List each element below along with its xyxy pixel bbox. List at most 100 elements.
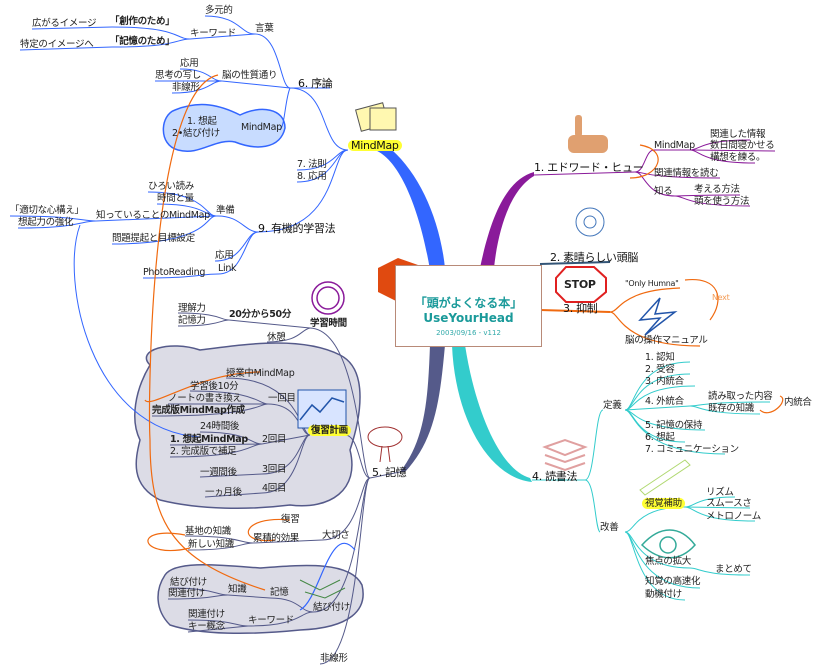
- node[interactable]: 応用: [215, 250, 234, 261]
- list-item[interactable]: 5. 記憶の保持: [645, 420, 703, 431]
- node[interactable]: 理解力: [178, 303, 206, 314]
- topic-intro[interactable]: 6. 序論: [298, 77, 333, 90]
- node[interactable]: 応用: [180, 58, 199, 69]
- node[interactable]: 問題提起と目標設定: [112, 233, 195, 244]
- node[interactable]: 大切さ: [322, 530, 350, 541]
- node[interactable]: 構想を練る。: [710, 152, 766, 163]
- topic-mindmap[interactable]: MindMap: [348, 140, 402, 151]
- node[interactable]: MindMap: [241, 122, 282, 133]
- topic-inhibit[interactable]: 3. 抑制: [563, 302, 598, 315]
- node[interactable]: 既存の知識: [708, 403, 755, 414]
- node[interactable]: 知っていることのMindMap: [96, 210, 210, 221]
- node[interactable]: 知識: [228, 584, 247, 595]
- node[interactable]: 定義: [603, 400, 622, 411]
- node[interactable]: 「創作のため」: [110, 16, 175, 27]
- node[interactable]: ノートの書き換え: [168, 393, 242, 404]
- central-subtitle: UseYourHead: [423, 311, 514, 325]
- node[interactable]: キー概念: [188, 621, 225, 632]
- node[interactable]: 2回目: [262, 434, 287, 445]
- node[interactable]: 「適切な心構え」: [10, 205, 84, 216]
- topic-application[interactable]: 8. 応用: [297, 171, 327, 182]
- node[interactable]: まとめて: [715, 564, 752, 575]
- node[interactable]: 1. 想起MindMap: [170, 434, 248, 445]
- node[interactable]: 累積的効果: [253, 533, 300, 544]
- node[interactable]: 動機付け: [645, 589, 682, 600]
- node[interactable]: 関連した情報: [710, 129, 766, 140]
- node[interactable]: 結び付け: [170, 577, 207, 588]
- node[interactable]: 24時間後: [200, 421, 240, 432]
- node[interactable]: 2. 完成版で補足: [170, 446, 237, 457]
- node[interactable]: 完成版MindMap作成: [152, 405, 245, 416]
- node[interactable]: 知覚の高速化: [645, 576, 701, 587]
- node[interactable]: 想起力の強化: [18, 217, 74, 228]
- node[interactable]: 新しい知識: [188, 539, 235, 550]
- node[interactable]: 改善: [600, 522, 619, 533]
- node[interactable]: 読み取った内容: [708, 391, 773, 402]
- node[interactable]: 1. 想起: [187, 116, 217, 127]
- node[interactable]: 記憶: [270, 587, 289, 598]
- node[interactable]: 頭を使う方法: [694, 196, 750, 207]
- node[interactable]: MindMap: [654, 140, 695, 151]
- node[interactable]: 学習時間: [310, 318, 347, 329]
- node[interactable]: スムースさ: [706, 498, 752, 509]
- node[interactable]: ひろい読み: [148, 181, 195, 192]
- topic-reading[interactable]: 4. 読書法: [532, 470, 578, 483]
- node[interactable]: 20分から50分: [229, 309, 292, 320]
- list-item[interactable]: 4. 外統合: [645, 396, 684, 407]
- node[interactable]: 多元的: [205, 5, 233, 16]
- node[interactable]: 関連付け: [188, 609, 225, 620]
- list-item[interactable]: 7. コミュニケーション: [645, 444, 739, 455]
- node[interactable]: 考える方法: [694, 184, 740, 195]
- node[interactable]: PhotoReading: [143, 267, 206, 278]
- node[interactable]: 思考の写し: [155, 70, 202, 81]
- node[interactable]: 3回目: [262, 464, 287, 475]
- node[interactable]: 基地の知識: [185, 526, 232, 537]
- list-item[interactable]: 2. 受容: [645, 364, 675, 375]
- topic-law[interactable]: 7. 法則: [297, 159, 327, 170]
- node[interactable]: 数日間寝かせる: [710, 140, 775, 151]
- list-item[interactable]: 1. 認知: [645, 352, 675, 363]
- topic-organic[interactable]: 9. 有機的学習法: [258, 222, 336, 235]
- node[interactable]: 2•結び付け: [172, 128, 220, 139]
- node[interactable]: 復習計画: [308, 425, 351, 436]
- node[interactable]: 時間と量: [157, 193, 194, 204]
- node[interactable]: 言葉: [255, 23, 274, 34]
- topic-brain[interactable]: 2. 素晴らしい頭脳: [550, 251, 638, 264]
- node[interactable]: 非線形: [320, 653, 348, 664]
- node[interactable]: 結び付け: [313, 602, 350, 613]
- node[interactable]: 脳の性質通り: [222, 70, 278, 81]
- topic-edward[interactable]: 1. エドワード・ヒュー: [534, 161, 644, 174]
- node[interactable]: 学習後10分: [190, 381, 239, 392]
- node[interactable]: "Only Humna": [625, 279, 679, 288]
- node[interactable]: 視覚補助: [642, 498, 685, 509]
- node[interactable]: 非線形: [172, 82, 200, 93]
- list-item[interactable]: 6. 想起: [645, 432, 675, 443]
- node[interactable]: 脳の操作マニュアル: [625, 335, 708, 346]
- node[interactable]: 関連情報を読む: [654, 168, 719, 179]
- node[interactable]: 一回目: [268, 393, 296, 404]
- central-date: 2003/09/16 - v112: [436, 329, 501, 337]
- node[interactable]: 一ヵ月後: [205, 487, 242, 498]
- node[interactable]: 記憶力: [178, 315, 206, 326]
- node[interactable]: 広がるイメージ: [32, 18, 97, 29]
- node[interactable]: 休憩: [267, 332, 286, 343]
- node[interactable]: リズム: [706, 487, 734, 498]
- node[interactable]: 4回目: [262, 483, 287, 494]
- central-topic[interactable]: 「頭がよくなる本」 UseYourHead 2003/09/16 - v112: [395, 265, 542, 347]
- node[interactable]: 授業中MindMap: [226, 368, 295, 379]
- topic-memory[interactable]: 5. 記憶: [372, 466, 407, 479]
- node[interactable]: メトロノーム: [706, 511, 761, 522]
- node[interactable]: 知る: [654, 186, 673, 197]
- node[interactable]: 特定のイメージへ: [20, 39, 94, 50]
- node[interactable]: 関連付け: [168, 588, 205, 599]
- node[interactable]: 準備: [216, 205, 235, 216]
- node[interactable]: 「記憶のため」: [110, 36, 175, 47]
- node[interactable]: 焦点の拡大: [645, 556, 692, 567]
- node[interactable]: Link: [218, 263, 237, 274]
- node[interactable]: 一週間後: [200, 467, 237, 478]
- node[interactable]: 復習: [281, 514, 300, 525]
- node[interactable]: キーワード: [190, 28, 237, 39]
- node[interactable]: キーワード: [248, 615, 295, 626]
- list-item[interactable]: 3. 内統合: [645, 376, 684, 387]
